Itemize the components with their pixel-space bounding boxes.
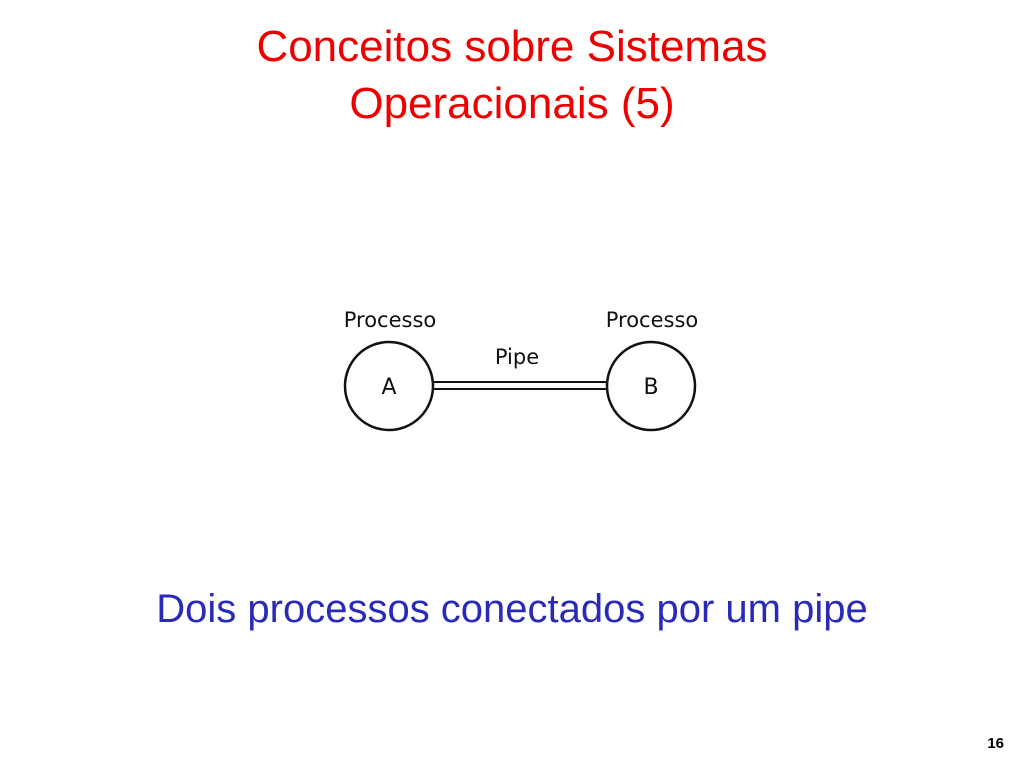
process-b-circle bbox=[605, 340, 697, 432]
pipe-label: Pipe bbox=[495, 345, 539, 369]
slide-title: Conceitos sobre Sistemas Operacionais (5… bbox=[0, 18, 1024, 132]
page-number: 16 bbox=[987, 735, 1004, 752]
slide-caption: Dois processos conectados por um pipe bbox=[156, 587, 868, 631]
slide-title-line-1: Conceitos sobre Sistemas bbox=[256, 22, 768, 71]
pipe-diagram: Processo A Pipe Processo B bbox=[320, 295, 720, 440]
process-b-heading: Processo bbox=[606, 308, 699, 332]
process-a-circle bbox=[343, 340, 435, 432]
process-b-letter: B bbox=[643, 375, 658, 400]
pipe-diagram-svg: Processo A Pipe Processo B bbox=[343, 308, 699, 432]
process-a-letter: A bbox=[381, 375, 396, 400]
process-a-heading: Processo bbox=[344, 308, 437, 332]
slide-title-line-2: Operacionais (5) bbox=[349, 79, 675, 128]
